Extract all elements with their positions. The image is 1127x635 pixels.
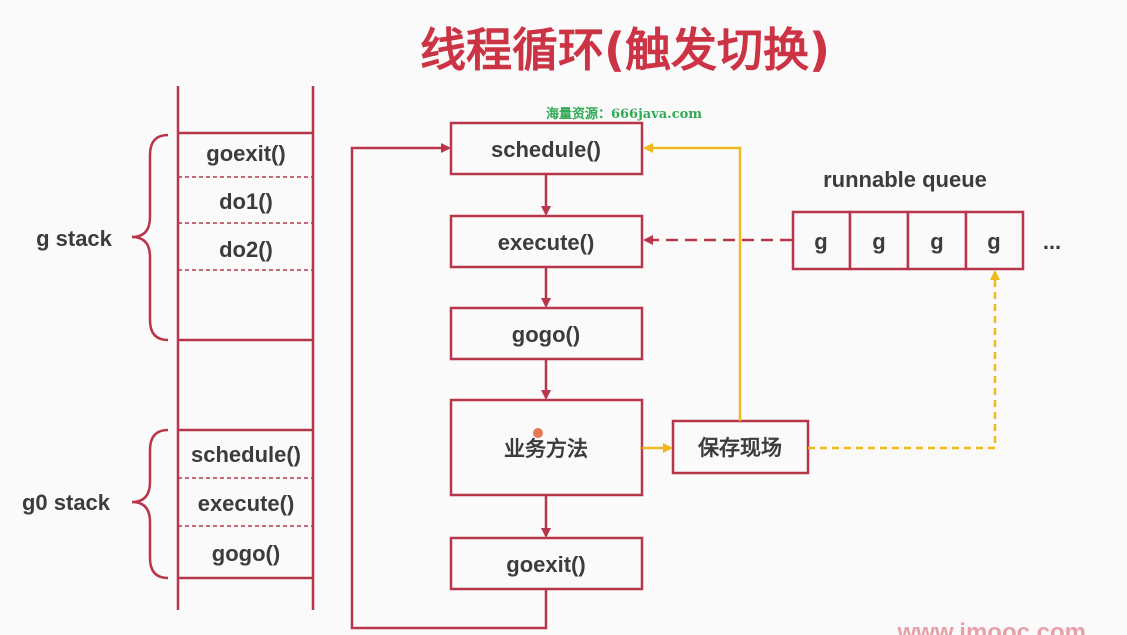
- execute-box: [449, 214, 644, 269]
- g0-stack-label: g0 stack: [22, 490, 111, 515]
- arrow-save-to-schedule: [643, 143, 742, 421]
- g-stack-label: g stack: [36, 226, 113, 251]
- save-state-label: 保存现场: [697, 436, 782, 460]
- queue-slot: [791, 210, 852, 271]
- g-stack-frame-do1: do1(): [219, 189, 273, 214]
- g-stack-frame-goexit: goexit(): [206, 141, 285, 166]
- runnable-queue-label: runnable queue: [823, 167, 987, 192]
- queue-more-ellipsis: ...: [1043, 229, 1061, 254]
- schedule-label: schedule(): [491, 137, 601, 162]
- watermark-bottom: www.imooc.com: [897, 619, 1086, 635]
- queue-item: g: [872, 229, 885, 254]
- gogo-box: [449, 306, 644, 361]
- arrow-save-to-queue: [808, 270, 1000, 450]
- goexit-box: [449, 536, 644, 591]
- g0-stack-frame-execute: execute(): [198, 491, 295, 516]
- g-stack-frame-do2: do2(): [219, 237, 273, 262]
- queue-slot: [906, 210, 968, 271]
- pointer-dot: [533, 428, 543, 438]
- loop-back-arrow: [350, 143, 548, 630]
- queue-item: g: [930, 229, 943, 254]
- queue-slot: [848, 210, 910, 271]
- goexit-label: goexit(): [506, 552, 585, 577]
- g0-stack-frame-gogo: gogo(): [212, 541, 280, 566]
- gogo-label: gogo(): [512, 322, 580, 347]
- execute-label: execute(): [498, 230, 595, 255]
- business-method-box: [449, 398, 644, 497]
- g-stack-brace: [131, 133, 169, 342]
- stack-dividers: [178, 176, 313, 527]
- queue-slot: [964, 210, 1025, 271]
- queue-item: g: [987, 229, 1000, 254]
- g0-stack-frame-schedule: schedule(): [191, 442, 301, 467]
- diagram-title: 线程循环(触发切换): [420, 23, 830, 77]
- g0-stack-brace: [131, 428, 169, 580]
- business-method-label: 业务方法: [504, 437, 588, 461]
- stack-column: [176, 86, 315, 610]
- watermark-top: 海量资源：666java.com: [546, 106, 702, 122]
- queue-item: g: [814, 229, 827, 254]
